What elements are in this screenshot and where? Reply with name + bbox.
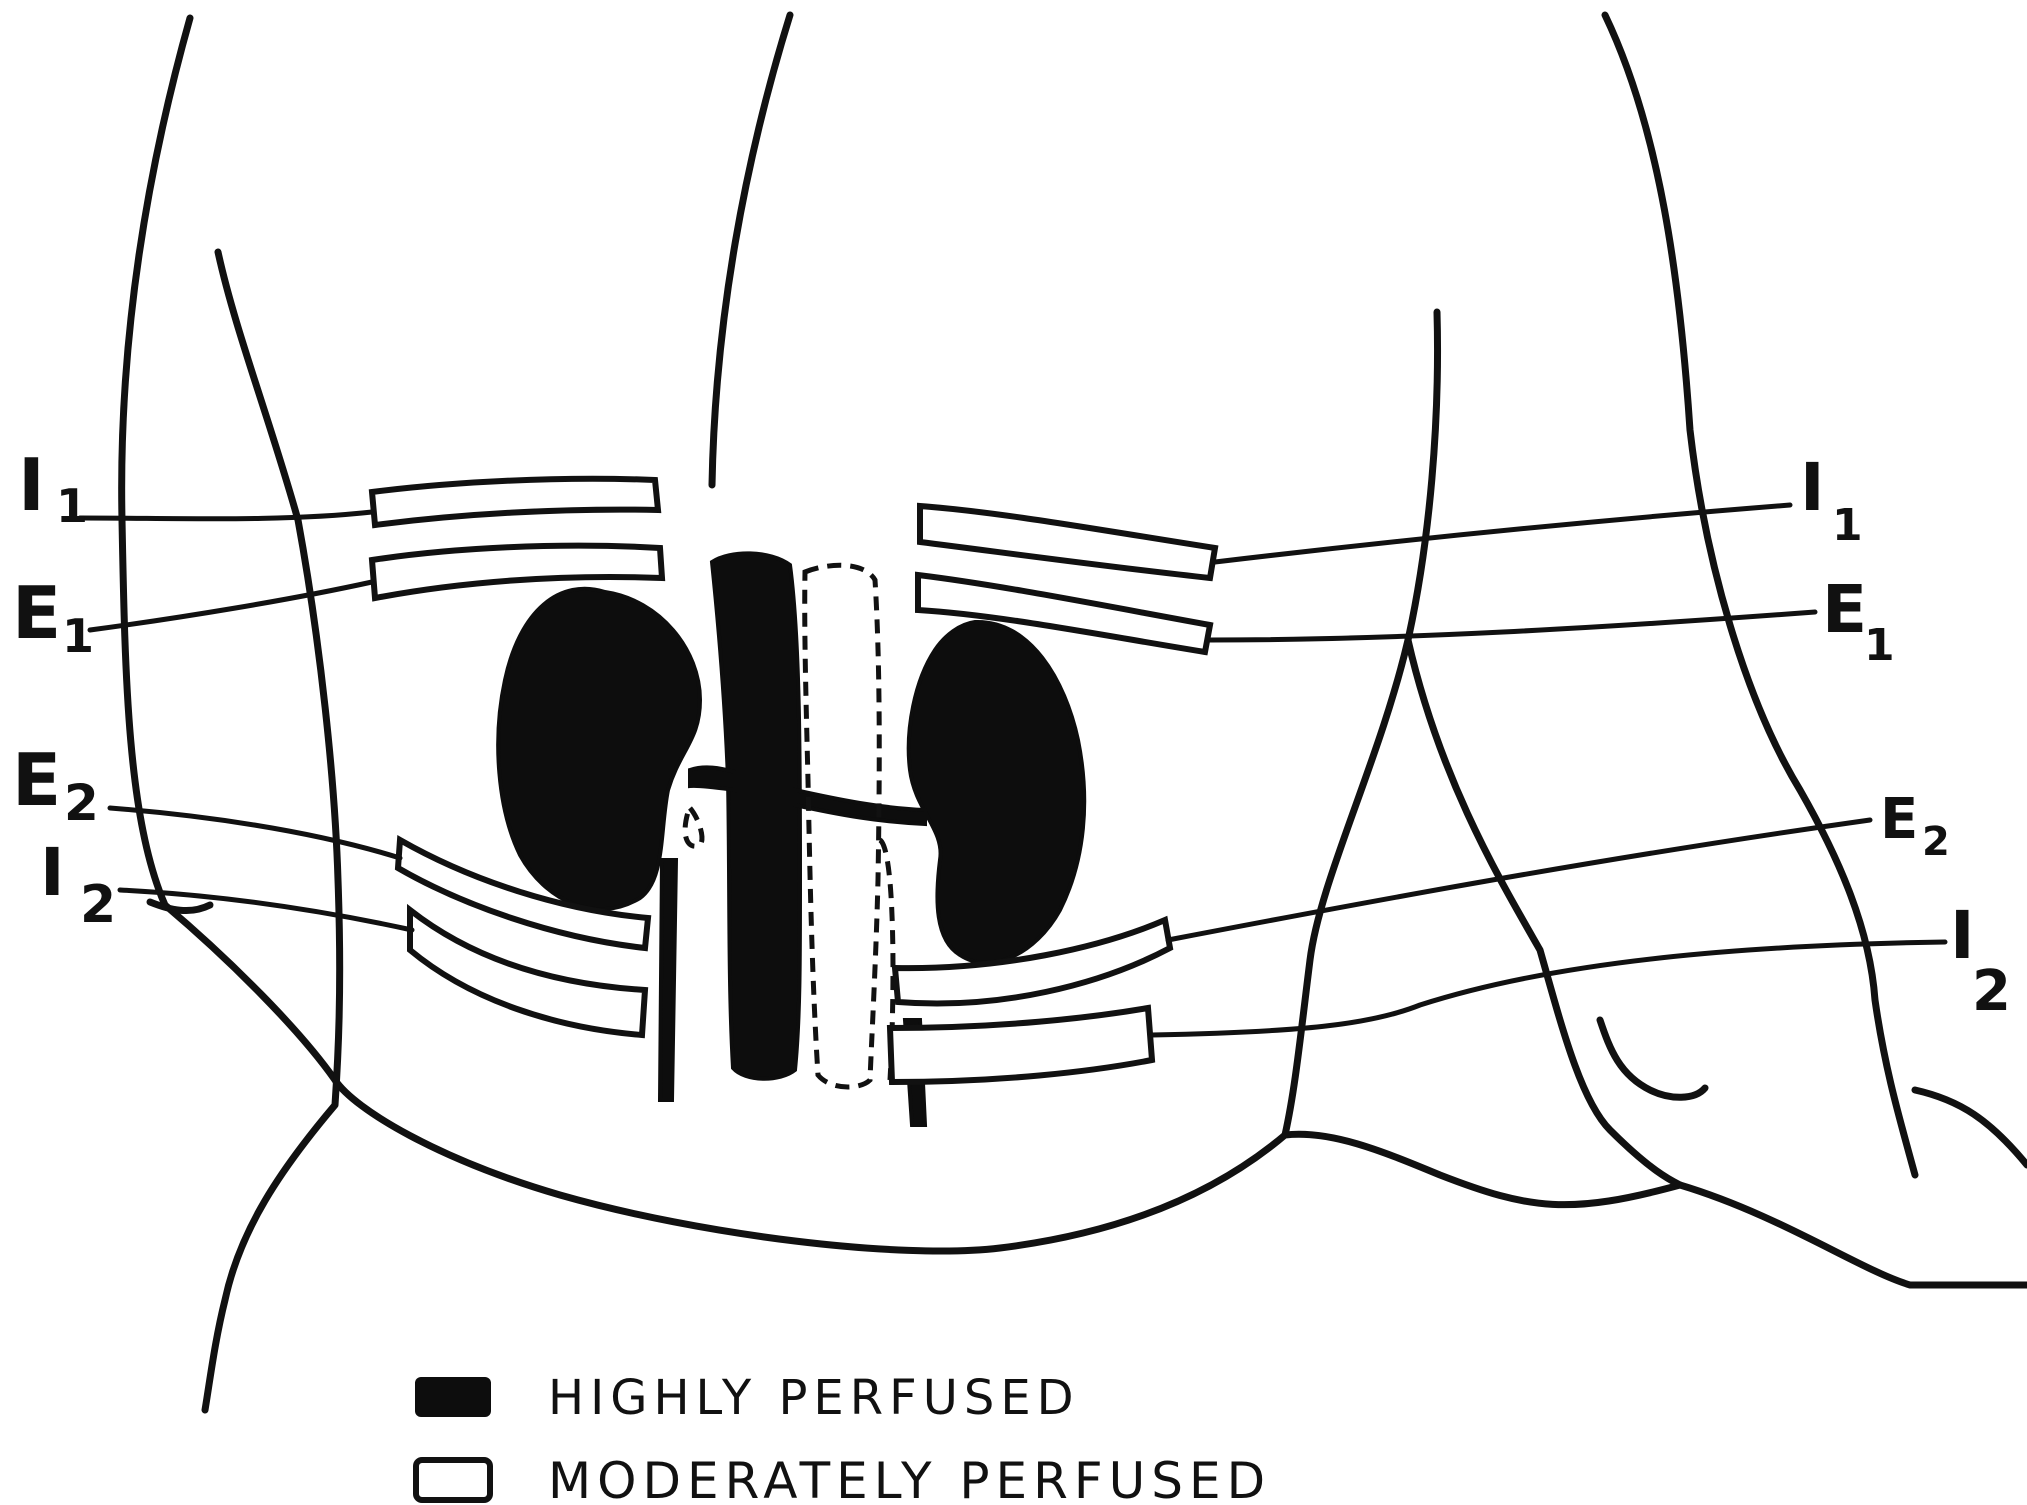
label-left-e2-sub: 2 — [64, 774, 99, 832]
legend-swatch-moderately — [416, 1460, 490, 1500]
legend: HIGHLY PERFUSED MODERATELY PERFUSED — [415, 1370, 1271, 1505]
legend-swatch-highly — [415, 1377, 491, 1417]
label-right-e2-sub: 2 — [1922, 819, 1950, 865]
left-renal-artery — [690, 767, 735, 790]
limb-lines — [150, 252, 1705, 1410]
label-right-i2: I — [1950, 897, 1975, 974]
vena-cava — [805, 565, 880, 1087]
right-labels: I 1 E 1 E 2 I 2 — [1800, 449, 2011, 1024]
label-right-i2-sub: 2 — [1972, 959, 2011, 1024]
label-left-e2: E — [12, 738, 61, 822]
body-outline — [122, 15, 2027, 1285]
pad-right-i2 — [890, 1008, 1152, 1082]
pad-left-e1 — [372, 546, 662, 598]
right-kidney — [909, 622, 1085, 963]
aorta — [712, 553, 800, 1078]
legend-label-moderately: MODERATELY PERFUSED — [548, 1452, 1271, 1505]
label-left-i2: I — [40, 834, 65, 911]
left-ureter — [660, 860, 676, 1100]
label-right-i1-sub: 1 — [1832, 500, 1863, 551]
right-renal-artery — [795, 790, 925, 824]
label-right-i1: I — [1800, 449, 1825, 526]
label-left-i2-sub: 2 — [80, 875, 116, 935]
label-left-e1-sub: 1 — [62, 609, 94, 663]
label-right-e1-sub: 1 — [1864, 620, 1895, 671]
label-left-i1: I — [18, 443, 45, 527]
label-left-i1-sub: 1 — [56, 479, 88, 533]
label-right-e1: E — [1822, 571, 1867, 648]
pad-right-i1 — [920, 506, 1215, 578]
pad-left-i1 — [372, 479, 658, 525]
legend-label-highly: HIGHLY PERFUSED — [548, 1370, 1080, 1426]
label-left-e1: E — [12, 571, 61, 655]
label-right-e2: E — [1880, 787, 1918, 852]
